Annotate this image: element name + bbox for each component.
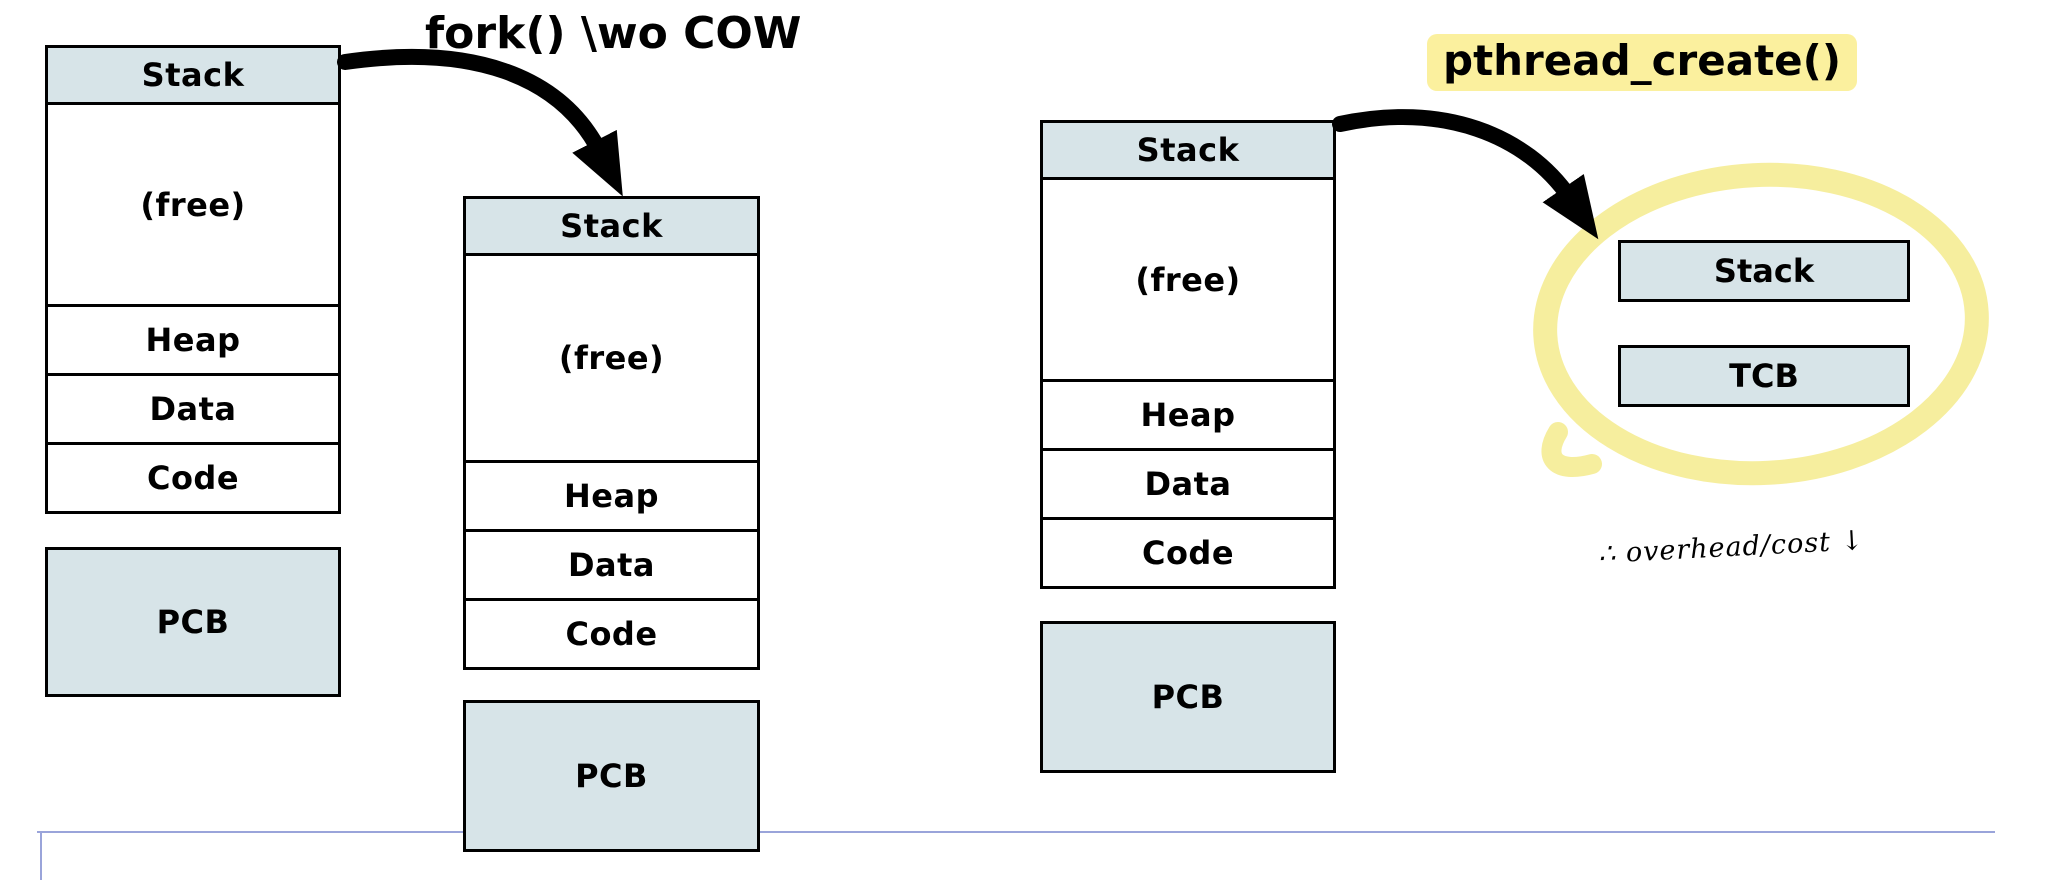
- process-threaded-diagram: Stack (free) Heap Data Code PCB: [1040, 120, 1336, 773]
- parent-stack-segment: Stack: [45, 45, 341, 105]
- parent-pcb-box: PCB: [45, 547, 341, 697]
- parent-code-segment: Code: [45, 442, 341, 514]
- threaded-stack-segment: Stack: [1040, 120, 1336, 180]
- fork-arrow: [337, 49, 623, 197]
- child-data-segment: Data: [463, 529, 760, 601]
- fork-title: fork() \wo COW: [425, 8, 802, 59]
- pthread-create-arrow: [1332, 109, 1599, 240]
- slide-bottom-border-line: [37, 831, 1995, 833]
- highlighter-circle-tail: [1541, 422, 1602, 477]
- parent-data-segment: Data: [45, 373, 341, 445]
- overhead-cost-annotation: ∴ overhead/cost ↓: [1597, 525, 1865, 570]
- threaded-pcb-box: PCB: [1040, 621, 1336, 773]
- threaded-code-segment: Code: [1040, 517, 1336, 589]
- parent-free-segment: (free): [45, 102, 341, 307]
- parent-heap-segment: Heap: [45, 304, 341, 376]
- child-heap-segment: Heap: [463, 460, 760, 532]
- slide-left-border-line: [40, 831, 42, 880]
- process-parent-diagram: Stack (free) Heap Data Code PCB: [45, 45, 341, 697]
- threaded-free-segment: (free): [1040, 177, 1336, 382]
- child-pcb-box: PCB: [463, 700, 760, 852]
- child-code-segment: Code: [463, 598, 760, 670]
- thread-stack-box: Stack: [1618, 240, 1910, 302]
- threaded-data-segment: Data: [1040, 448, 1336, 520]
- thread-tcb-box: TCB: [1618, 345, 1910, 407]
- pthread-title-highlighted: pthread_create(): [1427, 34, 1858, 91]
- child-free-segment: (free): [463, 253, 760, 463]
- child-stack-segment: Stack: [463, 196, 760, 256]
- highlighter-circle: [1533, 162, 1989, 486]
- threaded-heap-segment: Heap: [1040, 379, 1336, 451]
- process-child-diagram: Stack (free) Heap Data Code PCB: [463, 196, 760, 852]
